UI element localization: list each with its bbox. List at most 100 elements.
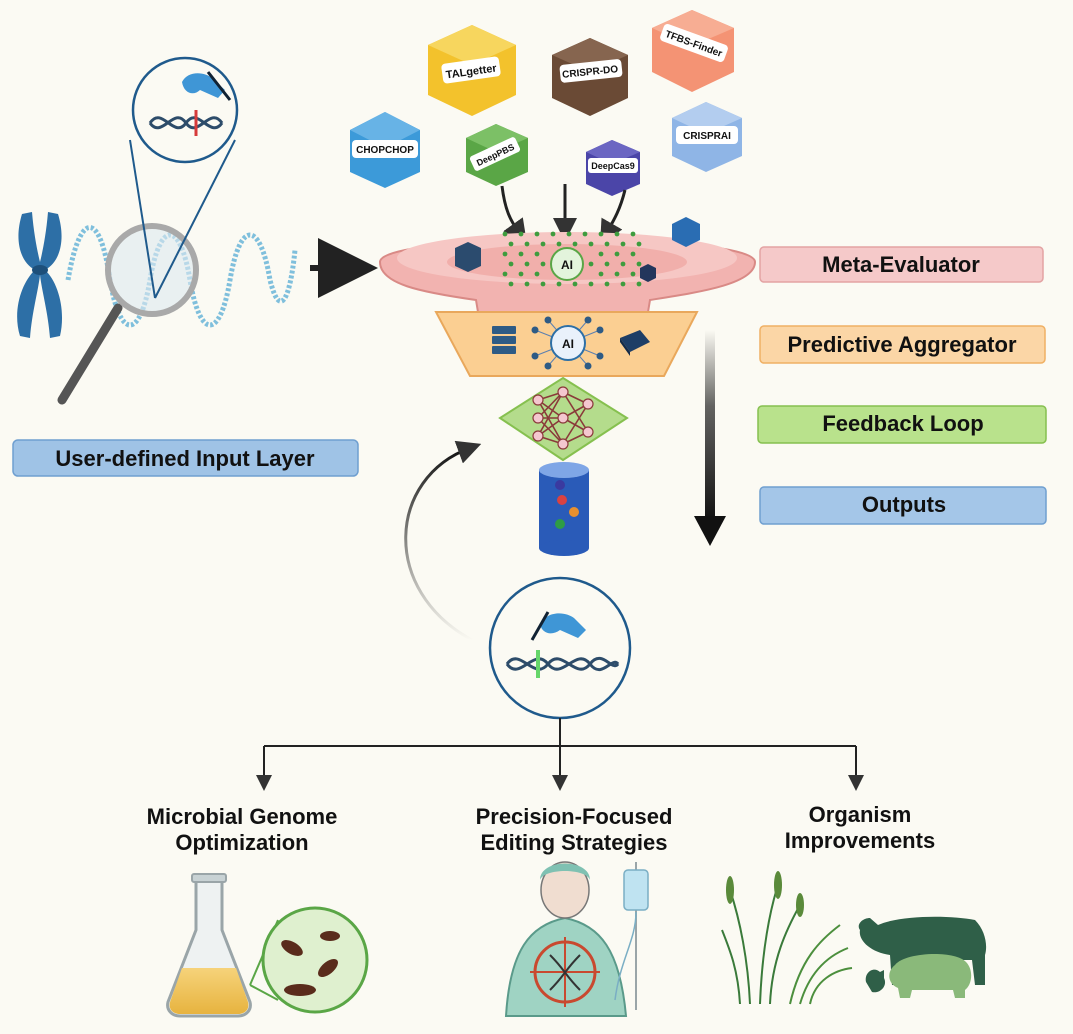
- book-icon: [620, 330, 650, 356]
- output-cylinder: [539, 462, 589, 556]
- branch-connector: [256, 718, 864, 791]
- legend-meta-evaluator: Meta-Evaluator: [759, 246, 1044, 283]
- grid-dot: [630, 231, 636, 237]
- feedback-return-arrow: [404, 440, 482, 642]
- grid-dot: [518, 251, 524, 257]
- grid-dot: [620, 261, 626, 267]
- network-node: [557, 386, 569, 398]
- grid-dot: [636, 261, 642, 267]
- network-edge: [537, 399, 564, 445]
- outcome-2-line2: Editing Strategies: [480, 830, 667, 855]
- grid-dot: [566, 231, 572, 237]
- grid-dot: [550, 231, 556, 237]
- grid-dot: [614, 251, 620, 257]
- grid-dot: [620, 281, 626, 287]
- network-node: [544, 362, 552, 370]
- cube-crispr-do: CRISPR-DO: [552, 38, 628, 116]
- grid-dot: [534, 231, 540, 237]
- server-icon: [492, 326, 516, 354]
- grid-dot: [588, 241, 594, 247]
- network-node: [582, 398, 594, 410]
- ai-node-top: [550, 247, 584, 281]
- grid-dot: [598, 231, 604, 237]
- cube-crisprai: CRISPRAI: [672, 102, 742, 172]
- grid-dot: [630, 271, 636, 277]
- grid-dot: [604, 281, 610, 287]
- wheat-plant-icon: [721, 871, 853, 1005]
- grid-dot: [556, 281, 562, 287]
- grid-dot: [582, 231, 588, 237]
- outcome-3-line2: Improvements: [785, 828, 935, 853]
- network-node: [584, 316, 592, 324]
- flow-down-arrow-shaft: [705, 330, 715, 520]
- network-node: [582, 426, 594, 438]
- outcome-1-line2: Optimization: [175, 830, 308, 855]
- grid-dot: [620, 241, 626, 247]
- network-node: [544, 316, 552, 324]
- hand-edit-icon: [182, 71, 232, 101]
- legend-outputs: Outputs: [759, 486, 1047, 525]
- magnifier-icon: [57, 223, 199, 405]
- grid-dot: [524, 261, 530, 267]
- ai-node-middle: [550, 325, 586, 361]
- ai-label-middle: AI: [562, 337, 574, 351]
- grid-dot: [508, 241, 514, 247]
- network-node: [596, 352, 604, 360]
- network-edge: [537, 417, 564, 445]
- grid-dot: [630, 251, 636, 257]
- grid-dot: [540, 241, 546, 247]
- network-node: [557, 412, 569, 424]
- grid-dot: [614, 271, 620, 277]
- small-cube-icon: [455, 217, 700, 282]
- cube-deeppbs: DeepPBS: [466, 124, 528, 186]
- chromosome-icon: [17, 212, 63, 338]
- outcome-2-line1: Precision-Focused: [476, 804, 673, 829]
- legend-predictive-aggregator: Predictive Aggregator: [759, 325, 1046, 364]
- grid-dot: [524, 281, 530, 287]
- cube-chopchop: CHOPCHOP: [350, 112, 420, 188]
- flow-down-arrow-head: [694, 516, 726, 546]
- tool-label-chopchop: CHOPCHOP: [356, 145, 414, 156]
- network-node: [531, 326, 539, 334]
- grid-dot: [534, 251, 540, 257]
- grid-dot: [502, 231, 508, 237]
- network-node: [532, 394, 544, 406]
- grid-dot: [524, 241, 530, 247]
- grid-dot: [604, 261, 610, 267]
- grid-dot: [508, 261, 514, 267]
- ai-label-top: AI: [561, 258, 573, 272]
- network-node: [531, 352, 539, 360]
- tool-label-deepcas9: DeepCas9: [591, 161, 635, 171]
- outcome-1-line1: Microbial Genome: [147, 804, 338, 829]
- grid-dot: [518, 231, 524, 237]
- network-edge: [562, 403, 589, 445]
- network-node: [532, 412, 544, 424]
- grid-dot: [540, 281, 546, 287]
- legend-feedback-loop: Feedback Loop: [757, 405, 1047, 444]
- grid-dot: [598, 271, 604, 277]
- legend-label-outputs: Outputs: [862, 492, 946, 517]
- outcome-3-line1: Organism: [809, 802, 912, 827]
- grid-dot: [540, 261, 546, 267]
- network-node: [596, 326, 604, 334]
- grid-dot: [572, 281, 578, 287]
- grid-dot: [534, 271, 540, 277]
- grid-dot: [502, 271, 508, 277]
- grid-dot: [598, 251, 604, 257]
- grid-dot: [572, 241, 578, 247]
- network-edge: [537, 391, 564, 437]
- network-node: [584, 362, 592, 370]
- grid-dot: [502, 251, 508, 257]
- grid-dot: [588, 261, 594, 267]
- grid-dot: [588, 281, 594, 287]
- grid-dot: [636, 281, 642, 287]
- bacteria-callout: [249, 906, 369, 1014]
- feedback-network: [532, 386, 594, 450]
- cow-icon: [858, 916, 987, 985]
- edited-dna-circle: [488, 576, 632, 720]
- grid-dot: [636, 241, 642, 247]
- pig-icon: [889, 954, 972, 998]
- legend-label-feedback-loop: Feedback Loop: [822, 411, 983, 436]
- hand-edit-icon-output: [530, 611, 586, 641]
- input-layer-label: User-defined Input Layer: [55, 446, 315, 471]
